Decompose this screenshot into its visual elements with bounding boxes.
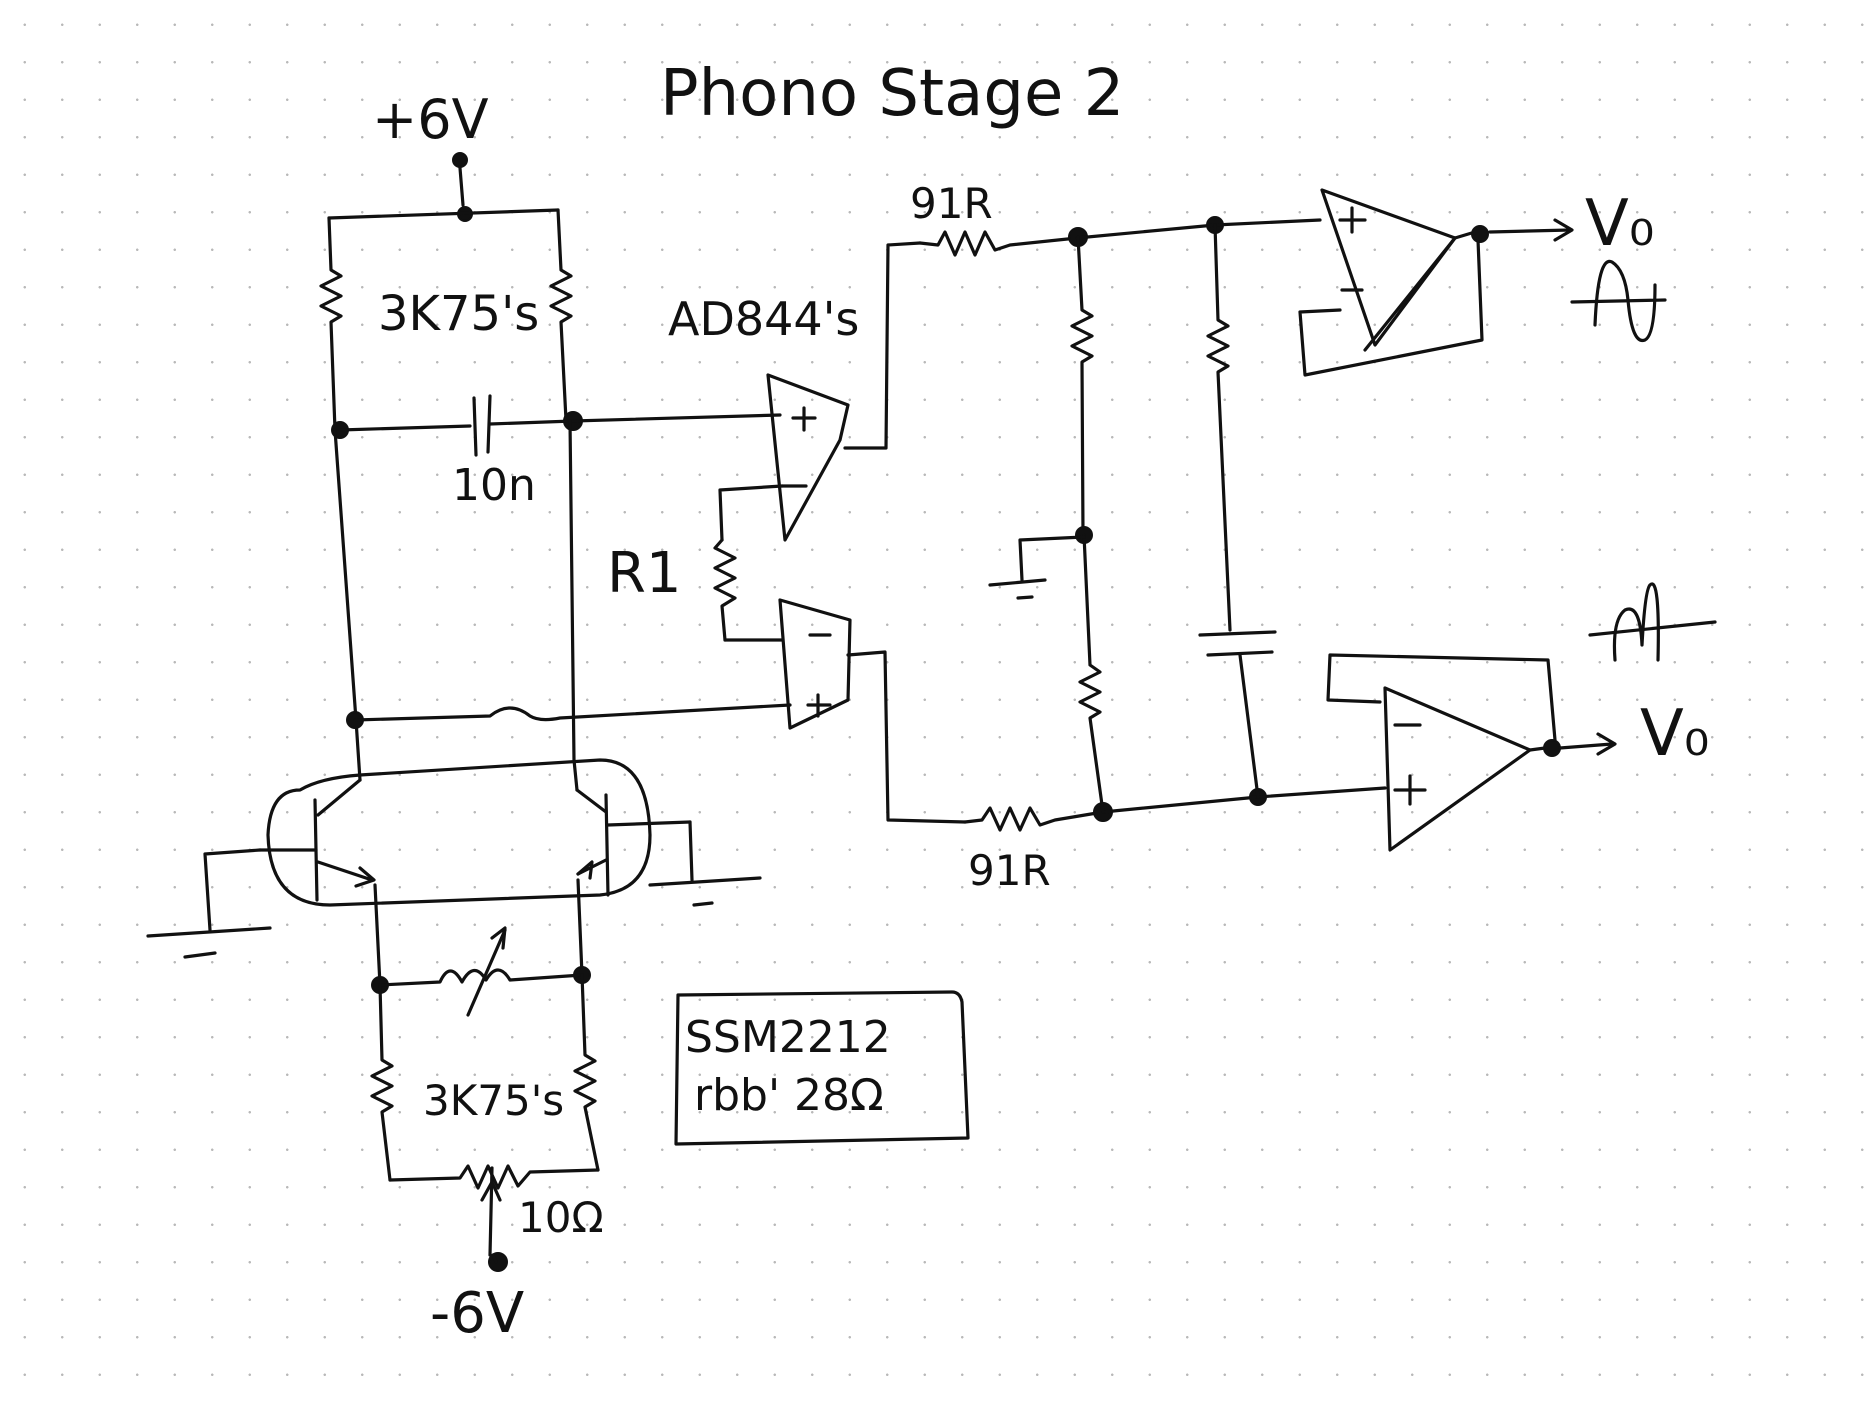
sine-wave-icon — [1570, 259, 1667, 343]
opamp-symbol — [778, 598, 967, 824]
transistor-note-box: SSM2212 rbb' 28Ω — [674, 990, 970, 1146]
capacitor-symbol — [331, 394, 583, 457]
supply-positive-label: +6V — [372, 88, 489, 151]
ground-symbol — [988, 535, 1086, 600]
diagram-title: Phono Stage 2 — [660, 57, 1124, 131]
upper-resistors-label: 3K75's — [378, 286, 539, 342]
transistor-symbol — [258, 758, 692, 907]
resistor-symbol — [963, 806, 1105, 832]
potentiometer-symbol — [388, 1164, 600, 1272]
potentiometer-symbol — [371, 926, 591, 1017]
ground-symbol — [146, 848, 272, 959]
resistor-symbol — [573, 973, 600, 1172]
sine-wave-icon — [1588, 582, 1717, 662]
resistor-symbol — [713, 538, 784, 642]
lower-resistors-label: 3K75's — [423, 1076, 564, 1125]
gain-resistor-label: R1 — [607, 541, 682, 606]
resistor-symbol — [1078, 533, 1105, 814]
resistor-symbol — [1070, 235, 1094, 537]
bottom-resistor-label: 91R — [968, 846, 1051, 895]
resistor-symbol — [1206, 223, 1232, 632]
resistor-symbol — [319, 216, 343, 432]
supply-negative-label: -6V — [430, 1281, 524, 1346]
top-resistor-label: 91R — [910, 179, 993, 228]
output-bottom-label: V₀ — [1640, 697, 1709, 771]
supply-positive-node — [452, 152, 473, 222]
opamp-symbol — [1298, 188, 1574, 377]
opamp-type-label: AD844's — [668, 292, 859, 346]
ground-symbol — [648, 820, 762, 907]
resistor-symbol — [370, 983, 394, 1182]
resistor-symbol — [918, 230, 1079, 257]
note-line-1: SSM2212 — [685, 1012, 891, 1063]
note-line-2: rbb' 28Ω — [694, 1070, 884, 1121]
output-top-label: V₀ — [1585, 187, 1654, 261]
opamp-symbol — [718, 241, 922, 542]
capacitor-label: 10n — [452, 460, 536, 511]
resistor-symbol — [549, 208, 573, 422]
trim-pot-label: 10Ω — [518, 1193, 604, 1242]
opamp-symbol — [1326, 653, 1617, 852]
capacitor-symbol — [1198, 630, 1277, 799]
